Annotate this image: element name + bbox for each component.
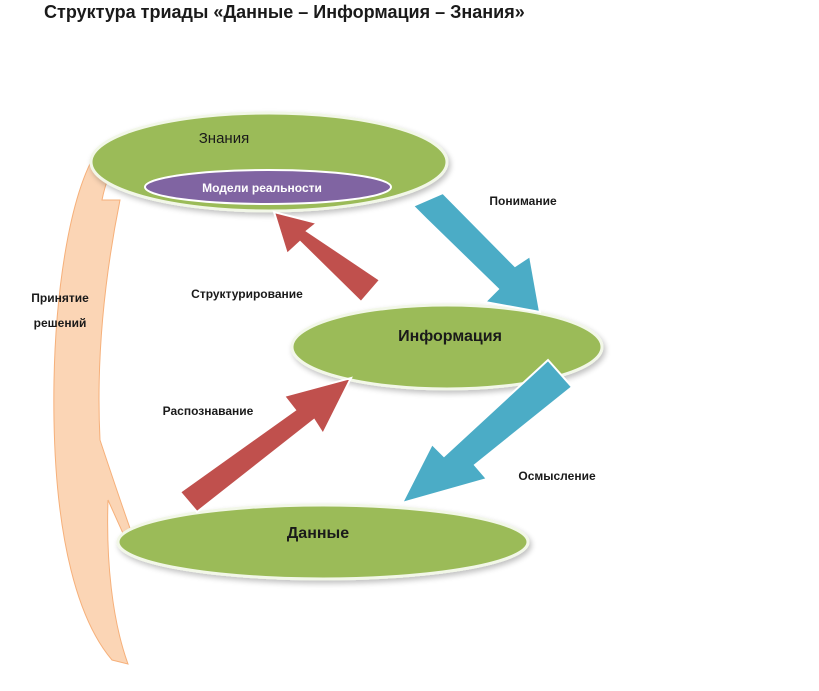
understanding-arrow	[411, 191, 542, 314]
information-label: Информация	[398, 328, 502, 345]
comprehension-label: Осмысление	[518, 469, 596, 483]
structuring-arrow	[272, 210, 382, 304]
page-title: Структура триады «Данные – Информация – …	[44, 2, 525, 22]
models-label: Модели реальности	[202, 181, 322, 195]
decision-label-line2: решений	[34, 316, 87, 330]
decision-arrow-shape	[53, 149, 133, 665]
recognition-arrow	[178, 376, 353, 514]
data-ellipse	[116, 503, 530, 581]
recognition-label: Распознавание	[163, 404, 254, 418]
knowledge-label: Знания	[199, 130, 249, 147]
information-ellipse	[290, 303, 604, 391]
models-ellipse	[144, 169, 392, 205]
comprehension-arrow	[400, 358, 574, 505]
decision-making-arrow	[53, 149, 133, 665]
structuring-label: Структурирование	[191, 287, 303, 301]
understanding-label: Понимание	[489, 194, 557, 208]
decision-label-line1: Принятие	[31, 291, 89, 305]
data-label: Данные	[287, 525, 349, 542]
